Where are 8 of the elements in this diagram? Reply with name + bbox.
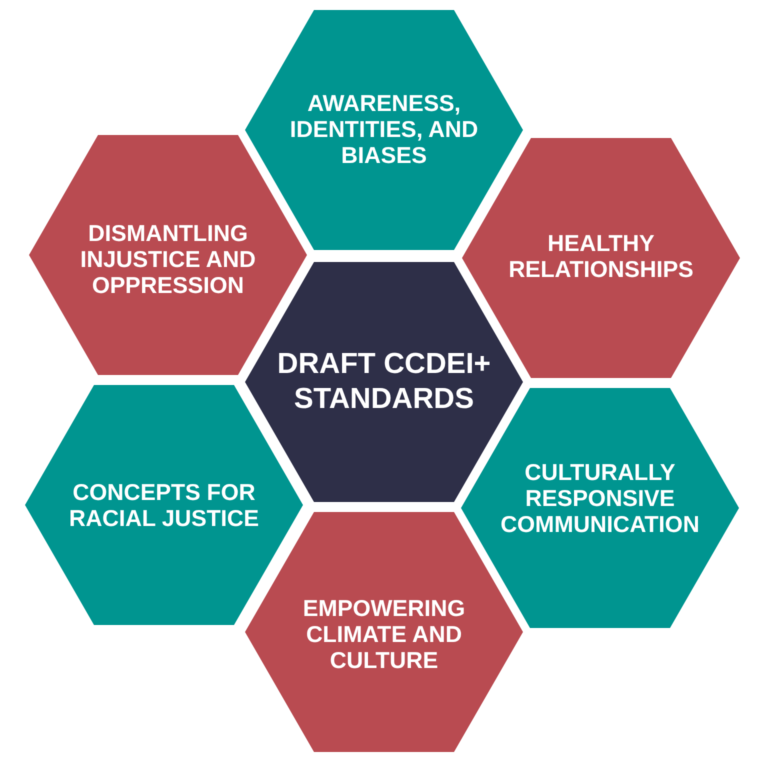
hexagon-label: AWARENESS, IDENTITIES, AND BIASES	[288, 90, 480, 168]
hexagon-label: DISMANTLING INJUSTICE AND OPPRESSION	[79, 220, 257, 298]
hexagon-label: CONCEPTS FOR RACIAL JUSTICE	[68, 479, 260, 531]
hexagon-label: EMPOWERING CLIMATE AND CULTURE	[302, 595, 466, 673]
hexagon-label: CULTURALLY RESPONSIVE COMMUNICATION	[500, 459, 700, 537]
center-title: DRAFT CCDEI+ STANDARDS	[276, 347, 492, 417]
hexagon-label: HEALTHY RELATIONSHIPS	[508, 230, 694, 282]
hexagon	[245, 10, 523, 250]
